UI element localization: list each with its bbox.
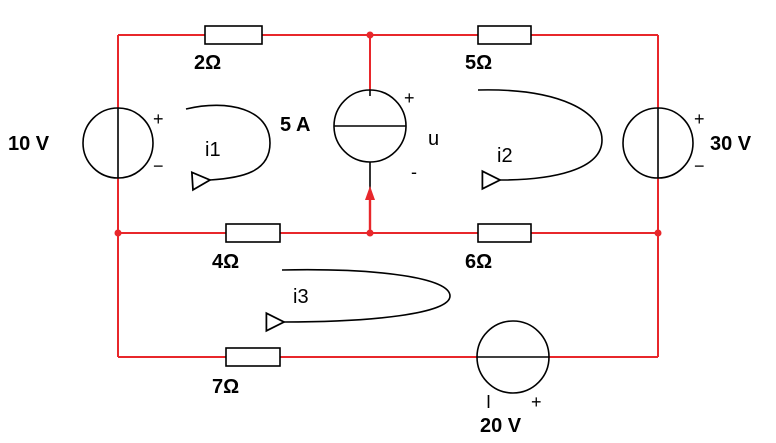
loop1-arrow-icon (185, 104, 271, 192)
wires (117, 34, 659, 358)
label-r-top-right: 5Ω (465, 52, 492, 74)
plus-sign-v-right: + (694, 109, 705, 129)
resistor-bottom (225, 347, 281, 367)
label-i-center: 5 A (280, 114, 310, 136)
current-source-center (333, 89, 407, 163)
label-v-right: 30 V (710, 133, 752, 155)
voltage-source-left (82, 107, 154, 179)
label-u: u (428, 128, 439, 150)
label-loop2: i2 (497, 145, 513, 167)
loop2-arrow-icon (477, 89, 603, 191)
resistor-top-left (204, 25, 263, 45)
resistor-top-right (477, 25, 532, 45)
plus-sign-u: + (404, 88, 415, 108)
resistor-mid-left (225, 223, 281, 243)
junction-center (366, 229, 374, 237)
junction-top (366, 31, 374, 39)
label-loop3: i3 (293, 286, 309, 308)
resistor-mid-right (477, 223, 532, 243)
voltage-source-bottom (476, 320, 550, 394)
plus-sign-v-bottom: + (531, 392, 542, 412)
label-loop1: i1 (205, 139, 221, 161)
label-r-top-left: 2Ω (194, 52, 221, 74)
junction-left (114, 229, 122, 237)
current-direction-arrow-icon (365, 186, 375, 200)
minus-sign-v-right: − (694, 156, 705, 176)
label-v-left: 10 V (8, 133, 50, 155)
plus-sign-v-left: + (153, 109, 164, 129)
voltage-source-right (622, 107, 694, 179)
label-v-bottom: 20 V (480, 415, 522, 437)
label-r-mid-left: 4Ω (212, 251, 239, 273)
minus-sign-v-bottom: I (486, 392, 491, 412)
label-r-bottom: 7Ω (212, 376, 239, 398)
minus-sign-v-left: − (153, 156, 164, 176)
label-r-mid-right: 6Ω (465, 251, 492, 273)
junction-right (654, 229, 662, 237)
minus-sign-u: - (411, 162, 417, 182)
loop3-arrow-icon (265, 268, 451, 333)
